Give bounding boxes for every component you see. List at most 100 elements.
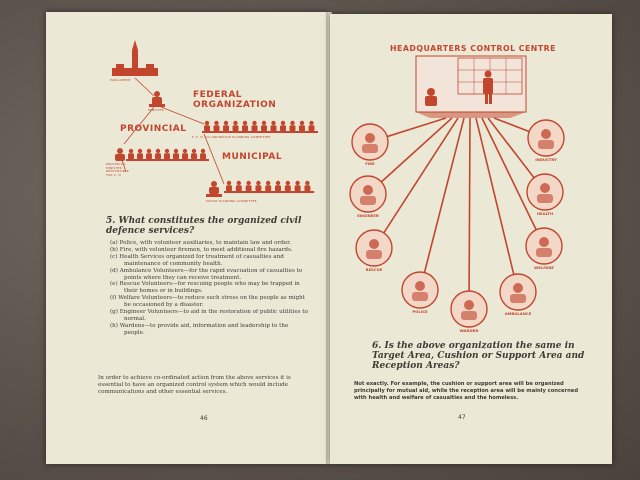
committee-member-head-icon	[242, 120, 248, 126]
committee-member-head-icon	[137, 148, 143, 154]
left-page: FEDERAL ORGANIZATION PROVINCIAL MUNICIPA…	[46, 12, 328, 464]
hq-room-illustration	[415, 55, 527, 118]
hq-officer-seated-icon	[425, 88, 437, 106]
parliament-caption: PARLIAMENT	[110, 78, 131, 82]
warden-figure-head-icon	[464, 300, 474, 310]
mayor-caption: MAYOR PLANNING COMMITTEE	[206, 199, 257, 203]
hq-control-centre-title: HEADQUARTERS CONTROL CENTRE	[390, 44, 556, 53]
committee-member-head-icon	[256, 180, 261, 186]
committee-member-body-icon	[146, 153, 152, 160]
committee-member-body-icon	[182, 153, 188, 160]
service-label-ambulance: AMBULANCE	[504, 311, 532, 316]
health-figure-head-icon	[540, 183, 550, 193]
committee-member-head-icon	[252, 120, 257, 126]
committee-member-head-icon	[214, 120, 219, 126]
page-number-46: 46	[200, 415, 208, 422]
book-gutter	[326, 12, 332, 464]
industry-figure-body-icon	[538, 140, 554, 149]
committee-table-icon	[202, 131, 318, 133]
committee-member-body-icon	[232, 125, 239, 132]
ambulance-figure-head-icon	[513, 283, 523, 293]
committee-member-body-icon	[304, 185, 311, 192]
federal-organization-diagram	[112, 40, 318, 197]
committee-member-head-icon	[200, 148, 206, 154]
connector-line	[373, 117, 459, 249]
committee-member-body-icon	[128, 153, 134, 160]
committee-member-body-icon	[226, 185, 232, 192]
committee-member-body-icon	[137, 153, 143, 160]
committee-member-head-icon	[233, 120, 238, 126]
connector-line	[367, 117, 453, 195]
committee-member-head-icon	[155, 148, 161, 154]
list-item: (d) Ambulance Volunteers—for the rapid e…	[110, 267, 303, 281]
committee-member-head-icon	[309, 120, 314, 126]
page-number-47: 47	[458, 414, 466, 421]
committee-member-head-icon	[261, 120, 267, 126]
committee-member-head-icon	[146, 148, 152, 154]
committee-member-body-icon	[213, 125, 220, 132]
fire-figure-body-icon	[362, 144, 378, 153]
minister-caption: MINISTER	[148, 108, 164, 112]
list-item: (h) Wardens—to provide aid, information …	[110, 322, 289, 336]
connector-line	[475, 117, 519, 293]
committee-member-head-icon	[295, 180, 300, 186]
welfare-figure-body-icon	[536, 248, 552, 257]
committee-member-body-icon	[308, 125, 315, 132]
provincial-minister-caption: PROVINCIAL MINISTER RESPONSIBLE FOR C. D…	[106, 162, 129, 177]
committee-member-head-icon	[191, 148, 197, 154]
list-item: (a) Police, with volunteer auxiliaries, …	[110, 240, 291, 246]
service-label-industry: INDUSTRY	[535, 157, 557, 162]
committee-member-head-icon	[290, 120, 295, 126]
committee-member-head-icon	[275, 180, 281, 186]
question-5-heading: 5. What constitutes the organized civil …	[106, 216, 302, 236]
municipal-heading: MUNICIPAL	[222, 152, 283, 162]
committee-member-head-icon	[280, 120, 286, 126]
connector-line	[481, 117, 545, 247]
committee-member-body-icon	[299, 125, 305, 132]
committee-member-head-icon	[271, 120, 276, 126]
committee-member-head-icon	[182, 148, 188, 154]
committee-member-head-icon	[246, 180, 251, 186]
committee-member-head-icon	[164, 148, 170, 154]
list-item: (f) Welfare Volunteers—to reduce such st…	[110, 295, 305, 309]
committee-member-body-icon	[223, 125, 229, 132]
health-figure-body-icon	[537, 194, 553, 203]
committee-member-body-icon	[294, 185, 301, 192]
engineer-figure-body-icon	[360, 196, 376, 205]
federal-coordinator-caption: F. C. D. CO-ORDINATOR PLANNING COMMITTEE	[192, 135, 271, 139]
provincial-minister-figure-icon	[115, 148, 125, 161]
committee-member-body-icon	[245, 185, 252, 192]
connector-line	[419, 117, 465, 291]
committee-member-body-icon	[251, 125, 258, 132]
list-item: (c) Health Services organized for treatm…	[110, 253, 284, 267]
warden-figure-body-icon	[461, 311, 477, 320]
committee-member-body-icon	[255, 185, 262, 192]
rescue-figure-head-icon	[369, 239, 379, 249]
committee-member-body-icon	[280, 125, 286, 132]
committee-member-body-icon	[261, 125, 267, 132]
committee-member-body-icon	[155, 153, 161, 160]
police-figure-head-icon	[415, 281, 425, 291]
provincial-heading: PROVINCIAL	[120, 124, 187, 134]
committee-member-head-icon	[236, 180, 241, 186]
committee-member-head-icon	[223, 120, 229, 126]
committee-member-body-icon	[173, 153, 179, 160]
committee-member-head-icon	[299, 120, 305, 126]
committee-member-body-icon	[164, 153, 170, 160]
committee-table-icon	[224, 191, 315, 193]
closing-paragraph: In order to achieve co-ordinated action …	[98, 375, 291, 395]
industry-figure-head-icon	[541, 129, 551, 139]
ambulance-figure-body-icon	[510, 294, 526, 303]
committee-member-body-icon	[284, 185, 291, 192]
hq-officer-standing-icon	[483, 70, 493, 104]
services-list: (a) Police, with volunteer auxiliaries, …	[110, 240, 310, 337]
service-label-engineer: ENGINEER	[357, 213, 379, 218]
parliament-icon	[112, 40, 158, 76]
welfare-figure-head-icon	[539, 237, 549, 247]
question-6-heading: 6. Is the above organization the same in…	[372, 341, 585, 371]
committee-member-head-icon	[128, 148, 134, 154]
list-item: (b) Fire, with volunteer firemen, to mee…	[110, 246, 293, 253]
minister-figure-icon	[149, 91, 165, 107]
committee-member-head-icon	[285, 180, 290, 186]
